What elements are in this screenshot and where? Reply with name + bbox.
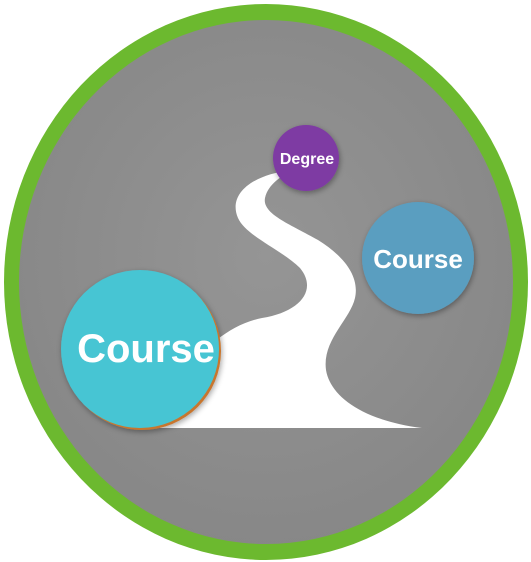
course-bubble-large-label: Course	[77, 327, 215, 371]
course-bubble-small-label: Course	[373, 244, 463, 274]
degree-bubble	[273, 125, 339, 191]
course-bubble-small	[362, 202, 474, 314]
degree-bubble-label: Degree	[280, 151, 334, 168]
course-bubble-large	[61, 270, 221, 430]
winding-path	[160, 170, 422, 428]
